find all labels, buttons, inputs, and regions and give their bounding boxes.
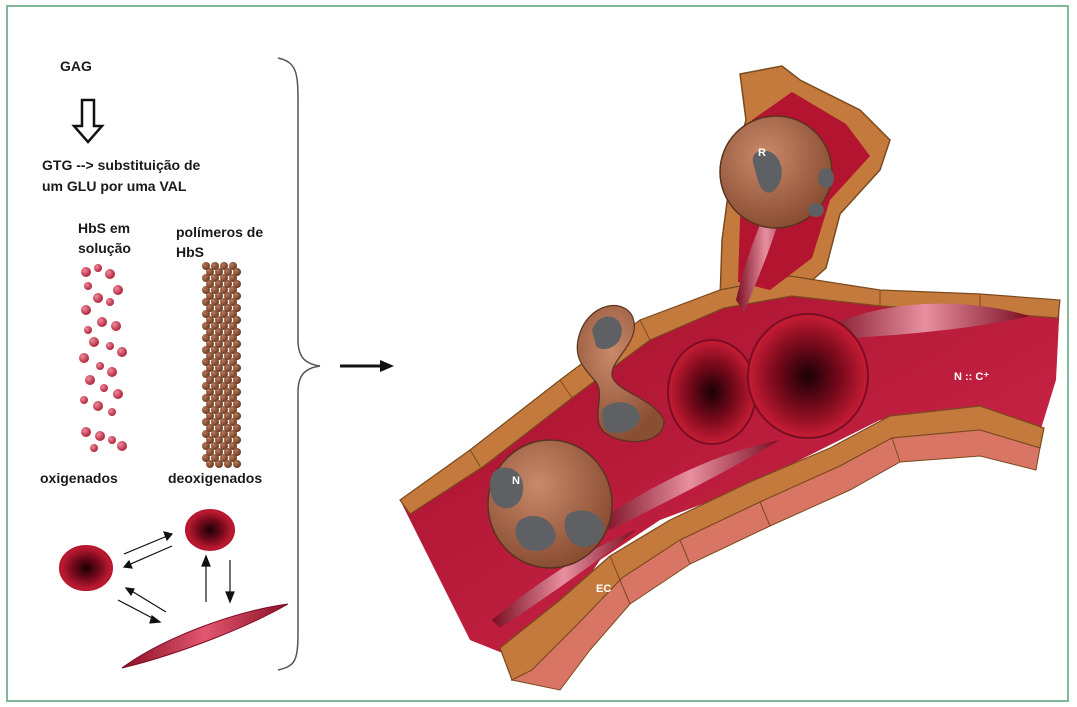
down-arrow-icon — [74, 100, 102, 142]
right-arrow-icon — [340, 360, 394, 372]
cell-n: N — [488, 440, 612, 568]
deoxy-rbc-top — [186, 510, 234, 550]
cell-r: R — [720, 116, 834, 228]
hbs-polymer-column — [202, 262, 241, 468]
ec-label: EC — [596, 583, 611, 595]
curly-brace — [278, 58, 320, 670]
cell-n-label: N — [512, 475, 520, 487]
vessel-rbc-2 — [748, 314, 868, 438]
sickle-cell — [122, 604, 288, 668]
vessel-rbc-1 — [668, 340, 756, 444]
hbs-solution-beads — [79, 264, 127, 452]
polymer-bead — [233, 460, 241, 468]
n-c-label: N :: C⁺ — [954, 371, 989, 383]
cell-r-label: R — [758, 147, 766, 159]
normal-rbc-left — [60, 546, 112, 590]
polymer-bead — [215, 460, 223, 468]
polymer-bead — [206, 460, 214, 468]
polymer-bead — [224, 460, 232, 468]
